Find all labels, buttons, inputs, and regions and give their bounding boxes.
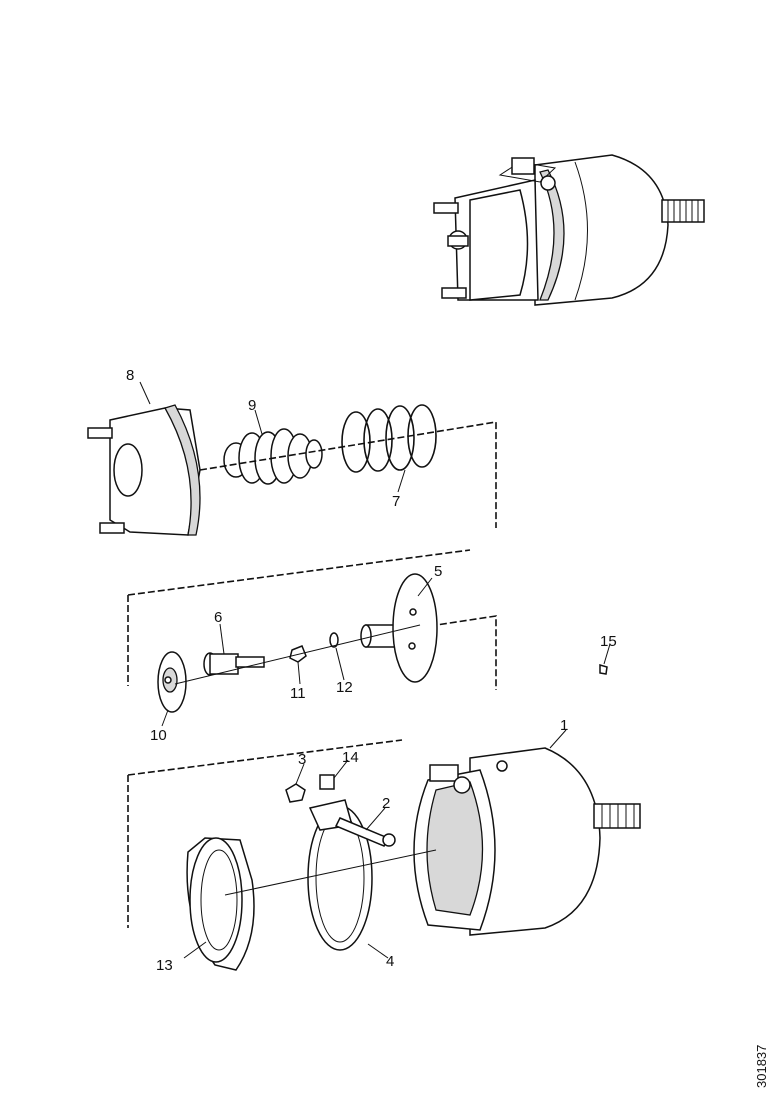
part-labels: 8 9 7 5 6 11 12 10 15 1 3 14 2 13 4	[126, 367, 617, 974]
part-label-2: 2	[382, 795, 390, 812]
service-chamber-group	[127, 739, 641, 971]
part-label-1: 1	[560, 717, 568, 734]
leader-lines	[139, 381, 611, 959]
part-label-4: 4	[386, 953, 394, 970]
part-label-6: 6	[214, 609, 222, 626]
coil-spring	[341, 404, 437, 473]
part-label-14: 14	[342, 749, 359, 766]
spring-chamber-group	[87, 404, 497, 536]
piston-rod-group	[127, 549, 497, 713]
part-label-13: 13	[156, 957, 173, 974]
part-label-11: 11	[290, 685, 306, 702]
part-label-7: 7	[392, 493, 400, 510]
part-label-10: 10	[150, 727, 167, 744]
assembled-brake-chamber	[433, 154, 705, 306]
part-label-15: 15	[600, 633, 617, 650]
part-label-8: 8	[126, 367, 134, 384]
small-screw	[599, 664, 608, 675]
part-label-12: 12	[336, 679, 353, 696]
part-label-9: 9	[248, 397, 256, 414]
part-label-3: 3	[298, 751, 306, 768]
bellows-boot	[223, 428, 323, 485]
reference-code: 301837	[754, 1045, 769, 1088]
part-label-5: 5	[434, 563, 442, 580]
